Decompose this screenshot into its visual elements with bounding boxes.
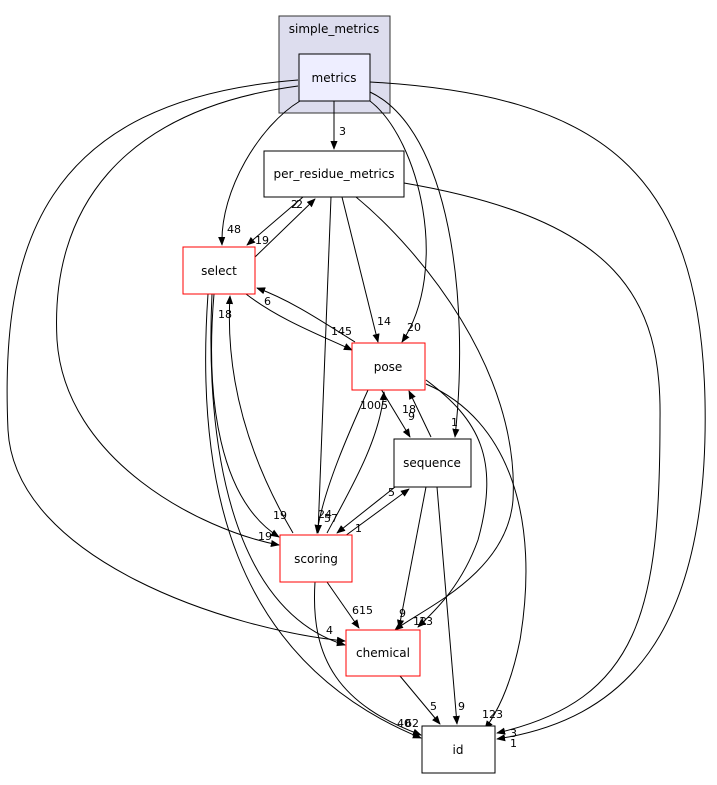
edge-label: 14 xyxy=(377,315,391,328)
node-box xyxy=(298,53,371,102)
node-sequence[interactable]: sequence xyxy=(393,438,472,488)
edge-sequence-scoring[interactable] xyxy=(336,486,396,534)
edge-labels: 3 48 20 1 2 2 19 14 24 12 6 145 18 19 4 … xyxy=(218,125,517,750)
edge-metrics-id[interactable] xyxy=(369,81,706,742)
edge-chemical-id[interactable] xyxy=(399,675,441,725)
edge-label: 62 xyxy=(405,717,419,730)
edge-select-per-residue-metrics[interactable] xyxy=(253,198,316,259)
edge-scoring-pose[interactable] xyxy=(326,391,387,534)
edge-label: 18 xyxy=(218,308,232,321)
edge-pose-chemical[interactable] xyxy=(417,379,488,628)
edge-pose-select[interactable] xyxy=(256,287,356,343)
node-box xyxy=(351,342,426,391)
edge-label: 2 xyxy=(296,198,303,211)
node-box xyxy=(393,438,472,488)
edge-scoring-chemical[interactable] xyxy=(326,581,360,629)
node-label: metrics xyxy=(312,71,357,85)
edge-label: 18 xyxy=(402,403,416,416)
edge-per-residue-metrics-scoring[interactable] xyxy=(314,196,332,534)
edge-select-id[interactable] xyxy=(205,293,422,739)
edge-label: 5 xyxy=(388,486,395,499)
node-label: pose xyxy=(374,360,403,374)
edge-scoring-id[interactable] xyxy=(313,581,422,736)
node-label: chemical xyxy=(356,646,410,660)
edge-sequence-pose[interactable] xyxy=(408,390,432,438)
node-metrics[interactable]: metrics xyxy=(298,53,371,102)
node-box xyxy=(263,150,405,198)
edge-label: 1 xyxy=(451,416,458,429)
edge-scoring-sequence[interactable] xyxy=(344,488,410,537)
edge-label: 24 xyxy=(318,508,332,521)
edge-label: 19 xyxy=(273,509,287,522)
edge-label: 13 xyxy=(419,615,433,628)
edge-metrics-pose[interactable] xyxy=(369,100,427,343)
node-per-residue-metrics[interactable]: per_residue_metrics xyxy=(263,150,405,198)
edge-pose-scoring[interactable] xyxy=(314,389,369,534)
edge-label: 4 xyxy=(326,624,333,637)
edge-select-scoring[interactable] xyxy=(211,293,280,538)
node-label: per_residue_metrics xyxy=(273,167,394,181)
edge-label: 1 xyxy=(355,522,362,535)
edge-per-residue-metrics-pose[interactable] xyxy=(341,196,380,343)
node-box xyxy=(345,629,421,677)
edge-label: 40 xyxy=(397,717,411,730)
node-label: scoring xyxy=(294,552,338,566)
node-pose[interactable]: pose xyxy=(351,342,426,391)
edge-metrics-sequence[interactable] xyxy=(369,91,461,438)
edge-label: 9 xyxy=(408,410,415,423)
edge-label: 2 xyxy=(291,198,298,211)
edge-label: 12 xyxy=(413,615,427,628)
edge-label: 48 xyxy=(227,223,241,236)
edge-label: 3 xyxy=(510,727,517,740)
node-id[interactable]: id xyxy=(421,725,496,774)
node-box xyxy=(182,246,256,295)
cluster-label: simple_metrics xyxy=(289,22,380,36)
edge-pose-id[interactable] xyxy=(425,383,527,730)
edge-select-pose[interactable] xyxy=(245,293,353,351)
edges xyxy=(6,79,706,742)
edge-label: 19 xyxy=(255,234,269,247)
node-select[interactable]: select xyxy=(182,246,256,295)
edge-label: 615 xyxy=(352,604,373,617)
edge-label: 123 xyxy=(482,708,503,721)
edge-metrics-scoring[interactable] xyxy=(56,85,299,548)
edge-label: 5 xyxy=(430,700,437,713)
node-label: sequence xyxy=(403,456,461,470)
node-box xyxy=(421,725,496,774)
edge-per-residue-metrics-chemical[interactable] xyxy=(355,196,514,631)
edge-label: 6 xyxy=(264,295,271,308)
edge-label: 20 xyxy=(407,321,421,334)
edge-label: 1 xyxy=(510,737,517,750)
node-scoring[interactable]: scoring xyxy=(279,534,353,583)
edge-label: 19 xyxy=(258,530,272,543)
edge-label: 9 xyxy=(458,700,465,713)
edge-per-residue-metrics-select[interactable] xyxy=(246,196,304,246)
edge-metrics-chemical[interactable] xyxy=(6,79,346,644)
node-label: id xyxy=(453,743,464,757)
edge-label: 9 xyxy=(399,607,406,620)
edge-per-residue-metrics-id[interactable] xyxy=(403,182,661,735)
edge-select-chemical[interactable] xyxy=(210,293,346,647)
edge-label: 57 xyxy=(324,512,338,525)
node-label: select xyxy=(201,264,237,278)
edge-label: 145 xyxy=(331,325,352,338)
edge-label: 3 xyxy=(339,125,346,138)
edge-sequence-id[interactable] xyxy=(436,486,460,725)
edge-scoring-select[interactable] xyxy=(225,295,294,534)
node-chemical[interactable]: chemical xyxy=(345,629,421,677)
edge-sequence-chemical[interactable] xyxy=(396,486,427,629)
edge-label: 1005 xyxy=(360,399,388,412)
node-box xyxy=(279,534,353,583)
edge-metrics-select[interactable] xyxy=(218,100,301,246)
